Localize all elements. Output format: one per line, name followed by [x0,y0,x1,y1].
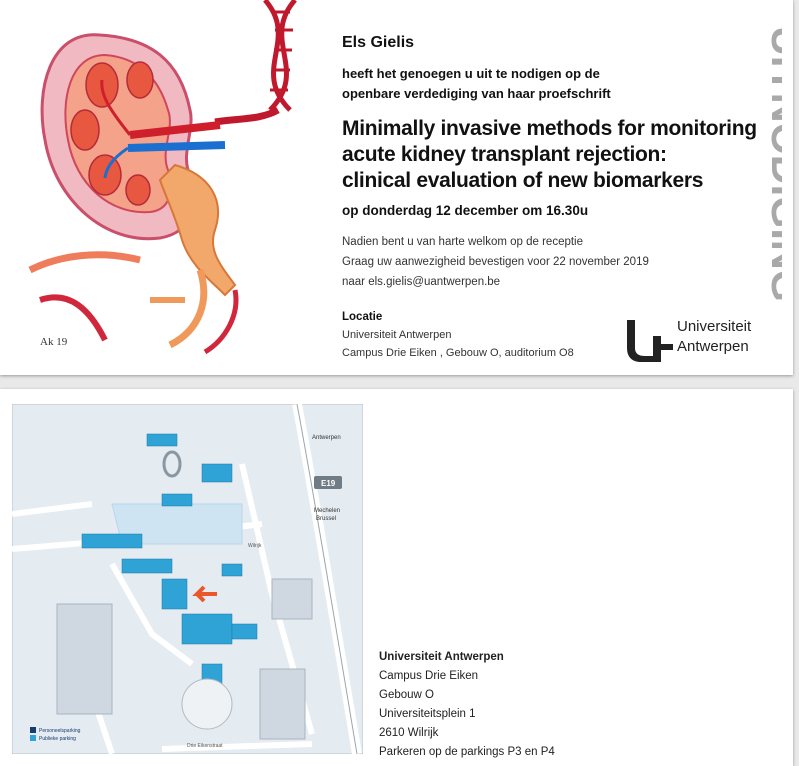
thesis-title-line-3: clinical evaluation of new biomarkers [342,169,704,192]
dna-helix-icon [214,0,297,126]
reception-line-1: Nadien bent u van harte welkom op de rec… [342,236,584,248]
highway-shield [314,476,342,489]
intro-line-1: heeft het genoegen u uit te nodigen op d… [342,66,600,81]
svg-text:Brussel: Brussel [316,516,336,522]
artist-signature: Ak 19 [40,336,68,348]
location-line-2: Campus Drie Eiken , Gebouw O, auditorium… [342,347,574,359]
logo-text-line-1: Universiteit [677,318,752,335]
svg-text:UITNODIGING: UITNODIGING [763,26,782,302]
invitation-back-card: Antwerpen E19 Mechelen Brussel Wilrijk P… [0,389,793,766]
svg-text:E19: E19 [321,479,336,488]
kidney-illustration: Ak 19 [28,0,297,355]
parking-note: Parkeren op de parkings P3 en P4 [379,746,555,758]
legend-staff-swatch [30,727,36,733]
logo-text-line-2: Antwerpen [677,338,749,355]
svg-text:Drie Eikenstraat: Drie Eikenstraat [187,743,223,749]
university-logo [627,320,673,362]
campus-map: Antwerpen E19 Mechelen Brussel Wilrijk P… [12,404,363,754]
university-logo-icon [627,320,673,362]
svg-text:Wilrijk: Wilrijk [248,543,262,549]
reception-email: naar els.gielis@uantwerpen.be [342,276,501,288]
address-line-2: Gebouw O [379,689,434,701]
thesis-title-line-2: acute kidney transplant rejection: [342,143,667,166]
location-line-1: Universiteit Antwerpen [342,329,452,341]
svg-text:Publieke parking: Publieke parking [39,736,76,742]
vertical-label: UITNODIGING [763,26,782,302]
candidate-name: Els Gielis [342,34,415,51]
intro-line-2: openbare verdediging van haar proefschri… [342,86,611,101]
address-line-3: Universiteitsplein 1 [379,708,476,720]
reception-line-2: Graag uw aanwezigheid bevestigen voor 22… [342,256,649,268]
legend-public-swatch [30,735,36,741]
svg-text:Mechelen: Mechelen [314,508,340,514]
svg-text:Personeelsparking: Personeelsparking [39,728,81,734]
thesis-title-line-1: Minimally invasive methods for monitorin… [342,117,757,140]
address-heading: Universiteit Antwerpen [379,651,504,663]
svg-text:Antwerpen: Antwerpen [312,435,341,441]
invitation-front-card: Ak 19 Els Gielis heeft het genoegen u ui… [0,0,793,375]
location-arrow-icon [192,585,217,603]
location-heading: Locatie [342,311,383,323]
address-line-4: 2610 Wilrijk [379,727,439,739]
address-line-1: Campus Drie Eiken [379,670,479,682]
defense-date: op donderdag 12 december om 16.30u [342,203,589,218]
